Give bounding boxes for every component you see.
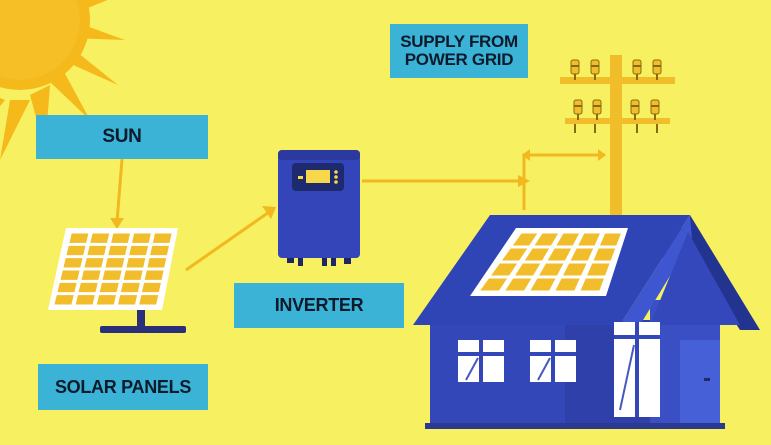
sun-label: SUN <box>36 115 208 159</box>
panel-cell <box>147 258 167 268</box>
panel-cell <box>78 282 98 293</box>
panel-cell <box>491 263 518 276</box>
panel-cell <box>547 248 572 261</box>
panel-cell <box>118 295 138 305</box>
insulator-icon <box>590 59 600 80</box>
panel-cell <box>90 233 110 243</box>
panel-cell <box>141 282 161 293</box>
panel-cell <box>512 233 538 246</box>
panel-cell <box>480 278 508 291</box>
panel-cell <box>539 263 564 276</box>
panel-cell <box>556 233 580 246</box>
arrow-sun-to-panels <box>115 158 124 223</box>
panel-cell <box>66 245 86 256</box>
panel-cell <box>132 233 151 243</box>
inverter-icon <box>278 150 360 266</box>
pole-peg <box>636 124 638 133</box>
panel-cell <box>515 263 541 276</box>
panel-cell <box>54 295 74 305</box>
panel-cell <box>580 278 604 291</box>
panel-cell <box>60 270 80 280</box>
panel-cell <box>75 295 95 305</box>
panel-cell <box>81 270 101 280</box>
insulator-icon <box>652 59 662 80</box>
panel-cell <box>99 282 119 293</box>
panel-cell <box>102 270 122 280</box>
panel-cell <box>84 258 104 268</box>
panel-cell <box>69 233 89 243</box>
power-grid-label-line1: SUPPLY FROM <box>400 32 518 52</box>
panel-cell <box>63 258 83 268</box>
panel-cell <box>555 278 580 291</box>
inverter-label: INVERTER <box>234 283 404 328</box>
panel-cell <box>152 233 172 243</box>
panel-cell <box>570 248 594 261</box>
panel-cell <box>144 270 164 280</box>
insulator-icon <box>630 99 640 120</box>
panel-cell <box>57 282 77 293</box>
panel-cell <box>530 278 556 291</box>
panel-cell <box>123 270 143 280</box>
solar-panels-label: SOLAR PANELS <box>38 364 208 410</box>
panel-cell <box>96 295 116 305</box>
panel-cell <box>105 258 125 268</box>
insulator-icon <box>650 99 660 120</box>
panel-cell <box>139 295 159 305</box>
panel-cell <box>108 245 128 256</box>
panel-cell <box>578 233 600 246</box>
panel-cell <box>599 233 621 246</box>
utility-pole-icon <box>560 55 675 215</box>
pole-peg <box>574 124 576 133</box>
solar-panel-icon <box>48 228 186 333</box>
panel-cell <box>129 245 149 256</box>
panel-cell <box>593 248 616 261</box>
insulator-icon <box>573 99 583 120</box>
panel-cell <box>563 263 587 276</box>
panel-cell <box>501 248 528 261</box>
panel-cell <box>87 245 107 256</box>
power-grid-label-line2: POWER GRID <box>404 50 514 69</box>
panel-cell <box>524 248 550 261</box>
arrow-panels-to-inverter <box>185 208 273 272</box>
insulator-icon <box>570 59 580 80</box>
panel-cell <box>534 233 559 246</box>
panel-cell <box>150 245 169 256</box>
panel-cell <box>120 282 140 293</box>
insulator-icon <box>632 59 642 80</box>
pole-peg <box>594 124 596 133</box>
panel-cell <box>111 233 130 243</box>
panel-cell <box>587 263 610 276</box>
panel-cell <box>505 278 532 291</box>
sun-icon <box>0 0 125 160</box>
house-icon <box>413 215 760 429</box>
arrow-grid-link <box>522 153 605 210</box>
pole-peg <box>656 124 658 133</box>
panel-cell <box>126 258 146 268</box>
insulator-icon <box>592 99 602 120</box>
